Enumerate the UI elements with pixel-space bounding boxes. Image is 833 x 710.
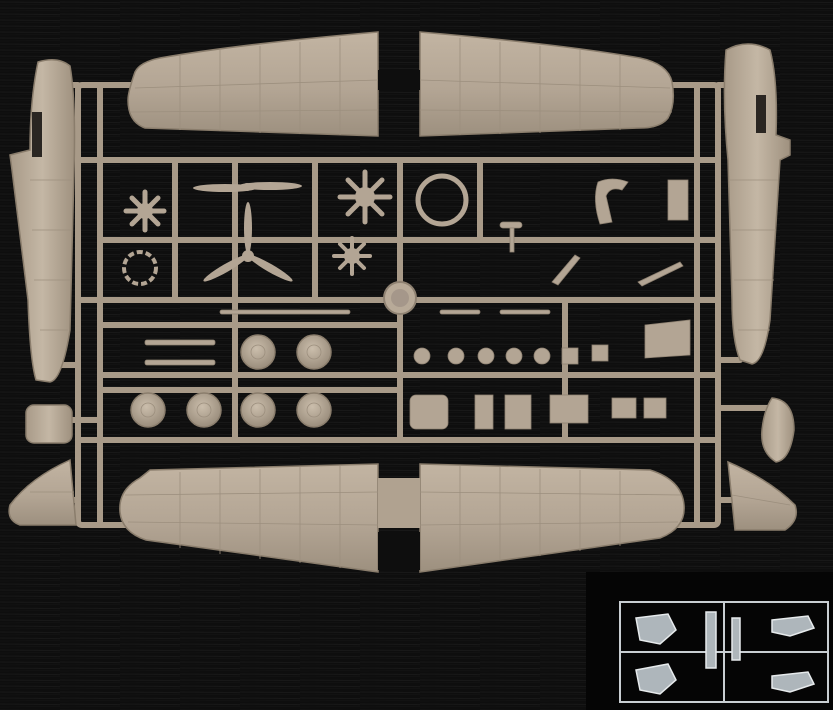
lower-wing-right — [419, 463, 685, 573]
wing-cutout-lower — [378, 532, 420, 570]
fuselage-right-half — [723, 43, 791, 365]
horizontal-stabilizer-left — [8, 458, 77, 526]
cockpit-opening-right — [756, 95, 766, 133]
cowl-ring — [415, 173, 469, 227]
propeller-two-blade — [193, 182, 302, 192]
canopy-parts — [635, 611, 816, 695]
small-parts-cluster — [144, 178, 691, 430]
fuselage-left-half — [9, 59, 76, 383]
lower-wing-left — [119, 463, 379, 573]
upper-wing-left — [127, 31, 379, 137]
wing-center-section — [378, 478, 420, 528]
sprue-id-tab — [383, 281, 417, 315]
cockpit-opening — [32, 112, 42, 157]
upper-wing-right — [419, 31, 675, 137]
propeller-three-blade — [203, 202, 293, 282]
engine-cylinder-bank-1 — [123, 189, 167, 233]
wheel-set — [130, 334, 332, 428]
cowling-part — [25, 404, 73, 444]
engine-crankcase — [332, 236, 372, 276]
exhaust-ring — [122, 250, 158, 286]
clear-parts-sprue — [586, 572, 833, 710]
horizontal-stabilizer-right — [727, 460, 797, 531]
engine-cylinder-bank-2 — [337, 169, 393, 225]
wing-cutout-upper — [378, 70, 420, 90]
rudder-part — [761, 397, 795, 463]
